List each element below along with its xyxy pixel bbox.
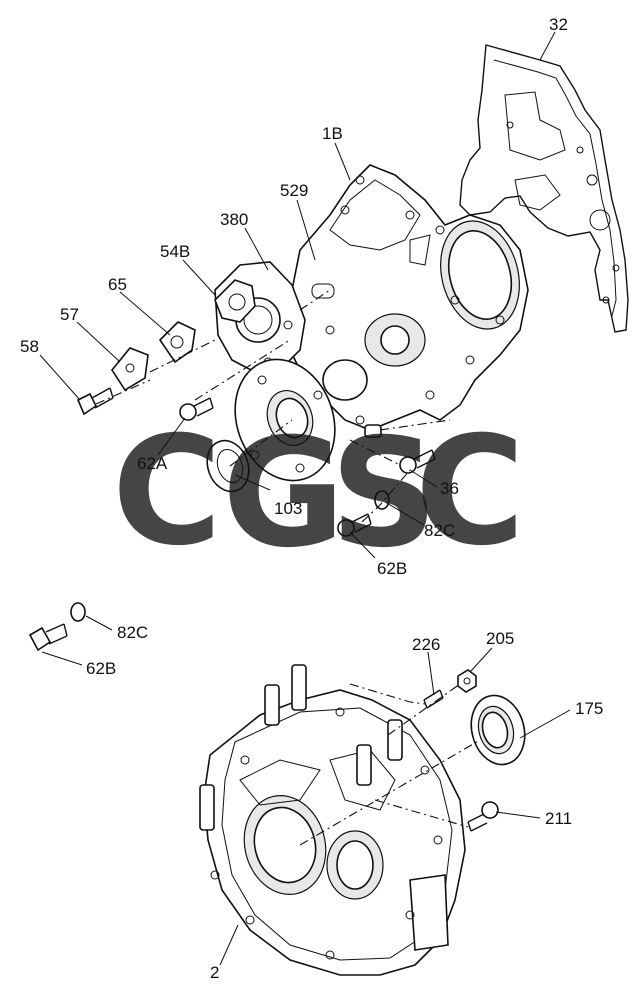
label-62b-top: 62B	[377, 559, 407, 578]
stud-226	[423, 689, 444, 709]
bolt-62b-left	[28, 623, 68, 652]
label-82c-top: 82C	[424, 521, 455, 540]
washer-82c-top	[374, 490, 390, 510]
plate-65	[158, 321, 196, 364]
watermark-letter-c1: C	[112, 405, 222, 579]
label-211: 211	[545, 809, 572, 828]
oil-seal-175	[470, 694, 526, 766]
bolt-62a	[179, 397, 214, 421]
label-175: 175	[575, 699, 603, 718]
label-36: 36	[440, 479, 459, 498]
nut-205	[457, 669, 477, 693]
label-82c-left: 82C	[117, 623, 148, 642]
seal-retainer-plate	[234, 358, 336, 482]
oil-seal-103	[206, 439, 250, 493]
label-58: 58	[20, 337, 39, 356]
label-65: 65	[108, 275, 127, 294]
gasket-54b	[214, 279, 256, 323]
label-32: 32	[549, 15, 568, 34]
assembly-lines-top	[95, 289, 451, 523]
label-57: 57	[60, 305, 79, 324]
leader-lines-top	[39, 31, 556, 559]
cover-57	[111, 347, 149, 392]
watermark-letter-c2: C	[415, 405, 525, 579]
bolt-211	[467, 801, 499, 832]
assembly-lines-bottom	[299, 683, 481, 846]
label-529: 529	[280, 181, 308, 200]
washer-82c-left	[70, 602, 86, 622]
label-205: 205	[486, 629, 514, 648]
bolt-58	[76, 387, 114, 416]
label-54b: 54B	[160, 242, 190, 261]
watermark-logo: C G S C	[112, 405, 525, 581]
leader-62b-left	[41, 651, 83, 666]
leader-lines-bottom	[219, 647, 571, 966]
gasket-32	[459, 44, 629, 333]
watermark-letter-g: G	[222, 407, 345, 581]
label-2: 2	[210, 963, 219, 982]
label-62b-left: 62B	[86, 659, 116, 678]
leader-82c-left	[85, 615, 113, 631]
front-cover-1b	[289, 164, 529, 438]
bolt-36	[399, 449, 436, 474]
label-226: 226	[412, 635, 440, 654]
label-62a: 62A	[137, 454, 168, 473]
flywheel-housing-2	[199, 664, 466, 976]
label-1b: 1B	[322, 124, 343, 143]
label-380: 380	[220, 210, 248, 229]
watermark-letter-s: S	[330, 407, 438, 581]
part-labels: 32 1B 529 380 54B 65 57 58 62A 103 36 82…	[20, 15, 603, 982]
label-103: 103	[274, 499, 302, 518]
